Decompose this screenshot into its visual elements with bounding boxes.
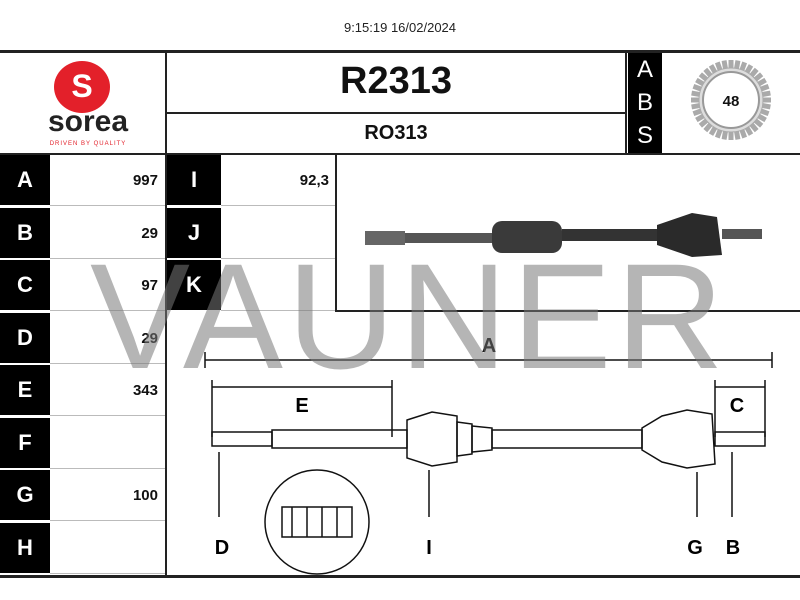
row-divider (50, 415, 165, 416)
abs-label-column: A B S (628, 53, 662, 153)
spec-key: C (0, 260, 50, 310)
row-divider (221, 310, 335, 311)
svg-text:S: S (71, 68, 92, 104)
spec-row-g: G 100 (0, 470, 165, 523)
frame-top (0, 50, 800, 53)
spec-row-a: A 997 (0, 155, 165, 208)
abs-letter-s: S (636, 122, 653, 149)
spec-value: 92,3 (299, 172, 329, 189)
pointer-g-label: G (687, 537, 703, 559)
spec-row-b: B 29 (0, 207, 165, 261)
spec-value: 29 (141, 224, 158, 242)
row-divider (50, 520, 165, 521)
spec-key: B (0, 207, 50, 258)
row-divider (50, 467, 165, 469)
spec-row-i: I 92,3 (167, 155, 335, 208)
dimension-e-label: E (295, 395, 308, 417)
spec-key: I (167, 155, 221, 205)
row-divider (50, 310, 165, 311)
timestamp: 9:15:19 16/02/2024 (343, 20, 457, 35)
spec-key: F (0, 417, 50, 468)
product-photo (337, 155, 800, 310)
pointer-d-label: D (215, 537, 229, 559)
spec-key: E (0, 365, 50, 415)
pointer-i-label: I (426, 537, 432, 559)
spec-key: K (167, 260, 221, 310)
row-divider (50, 205, 165, 206)
spec-key: A (0, 155, 50, 205)
row-divider (50, 257, 165, 259)
spec-row-h: H (0, 522, 165, 576)
dimension-a-label: A (482, 335, 496, 357)
spec-key: D (0, 312, 50, 363)
col-divider-1 (165, 50, 167, 578)
brand-tagline: DRIVEN BY QUALITY (50, 141, 127, 147)
row-divider (221, 257, 335, 259)
frame-bottom (0, 575, 800, 578)
col-divider-abs (625, 50, 627, 155)
row-divider (221, 205, 335, 206)
spec-value: 97 (141, 277, 158, 294)
spec-key: G (0, 470, 50, 520)
header-divider (0, 153, 800, 155)
spec-row-j: J (167, 207, 335, 261)
spec-value: 100 (132, 487, 158, 504)
spec-row-k: K (167, 260, 335, 313)
abs-teeth-count: 48 (723, 93, 740, 110)
spec-row-d: D 29 (0, 312, 165, 366)
spec-row-c: C 97 (0, 260, 165, 313)
pointer-b-label: B (726, 537, 740, 559)
title-divider (167, 112, 625, 114)
abs-letter-a: A (636, 56, 653, 83)
logo-mark-icon (54, 61, 110, 113)
abs-letter-b: B (636, 89, 653, 116)
spec-key: J (167, 207, 221, 258)
spec-value: 343 (132, 382, 158, 399)
part-reference: RO313 (364, 122, 428, 144)
row-divider (50, 362, 165, 364)
row-divider (50, 572, 165, 574)
spec-row-f: F (0, 417, 165, 471)
brand-name: sorea (48, 105, 128, 138)
spec-sheet: S sorea DRIVEN BY QUALITY R2313 RO313 A … (0, 50, 800, 578)
photo-bottom-line (337, 310, 800, 312)
abs-ring: 48 (662, 53, 800, 153)
spec-value: 29 (141, 329, 158, 347)
col-divider-specs (335, 155, 337, 312)
technical-drawing: A E C D I G B (167, 312, 800, 575)
part-code: R2313 (340, 60, 452, 102)
dimension-c-label: C (730, 395, 744, 417)
brand-logo: S sorea DRIVEN BY QUALITY (0, 53, 165, 153)
spec-row-e: E 343 (0, 365, 165, 418)
spec-value: 997 (132, 172, 158, 189)
spec-key: H (0, 522, 50, 573)
